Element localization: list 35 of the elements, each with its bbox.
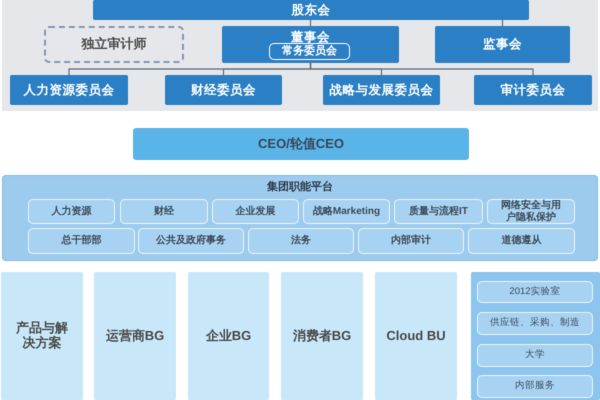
title-bar: CEO/轮值CEO — [133, 128, 469, 160]
org-box: 财经委员会 — [165, 75, 282, 105]
panel-heading: 集团职能平台 — [267, 181, 333, 194]
function-tile: 2012实验室 — [477, 281, 593, 303]
function-tile: 质量与流程IT — [394, 199, 483, 224]
function-tile: 大学 — [477, 344, 593, 367]
org-box: 人力资源委员会 — [10, 75, 128, 105]
business-column: 企业BG — [188, 272, 269, 400]
business-column: 产品与解决方案 — [1, 272, 83, 400]
dashed-box: 独立审计师 — [44, 26, 184, 63]
function-tile: 网络安全与用户隐私保护 — [487, 199, 575, 224]
function-tile: 总干部部 — [28, 228, 135, 254]
side-panel — [471, 272, 600, 400]
business-column: 消费者BG — [281, 272, 363, 400]
connector-line — [310, 63, 534, 75]
org-box: 监事会 — [435, 26, 570, 63]
function-tile: 供应链、采购、制造 — [477, 312, 593, 335]
function-tile: 公共及政府事务 — [138, 228, 244, 254]
business-column: Cloud BU — [375, 272, 457, 400]
box-label: 董事会 — [291, 30, 330, 44]
function-tile: 道德遵从 — [468, 228, 575, 254]
function-tile: 内部服务 — [477, 375, 593, 398]
function-tile: 财经 — [120, 199, 208, 224]
org-box — [222, 26, 399, 63]
org-box: 审计委员会 — [474, 75, 592, 105]
function-tile: 战略Marketing — [303, 199, 390, 224]
function-tile: 法务 — [248, 228, 354, 254]
function-tile: 人力资源 — [28, 199, 115, 224]
header-bar: 股东会 — [93, 0, 529, 20]
function-tile: 内部审计 — [358, 228, 464, 254]
outlined-tag: 常务委员会 — [269, 43, 350, 60]
platform-panel — [2, 175, 598, 261]
function-tile: 企业发展 — [212, 199, 299, 224]
business-column: 运营商BG — [94, 272, 176, 400]
org-box: 战略与发展委员会 — [323, 75, 440, 105]
